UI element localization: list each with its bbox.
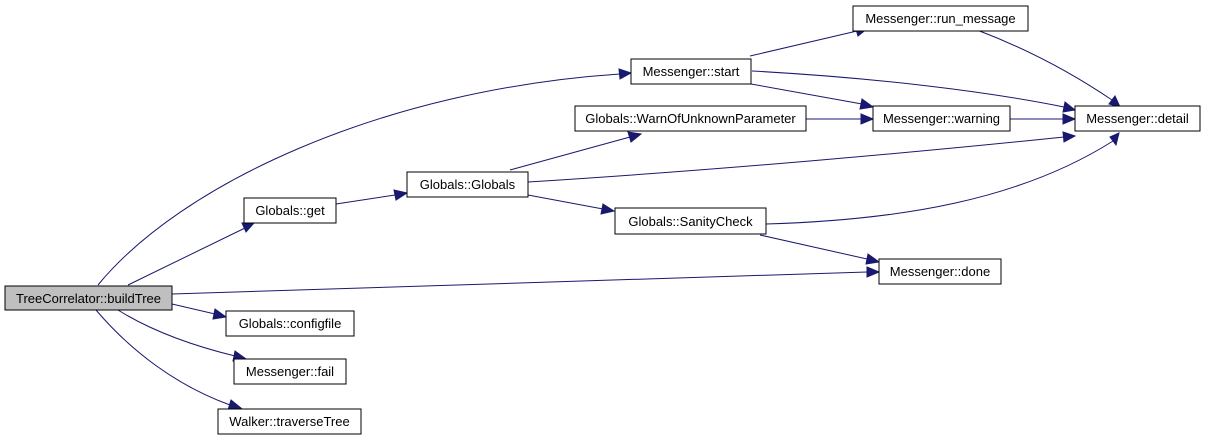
node-globals-globals[interactable]: Globals::Globals [406, 171, 529, 198]
node-globals-configfile-label: Globals::configfile [239, 316, 342, 331]
node-globals-get[interactable]: Globals::get [243, 197, 337, 224]
edge-buildtree-traversetree [95, 309, 243, 411]
node-buildtree-label: TreeCorrelator::buildTree [16, 291, 161, 306]
edge-buildtree-done [171, 266, 881, 295]
node-globals-globals-label: Globals::Globals [420, 177, 516, 192]
node-globals-sanitycheck[interactable]: Globals::SanityCheck [614, 207, 767, 235]
node-messenger-warning-label: Messenger::warning [883, 111, 1000, 126]
node-messenger-done-label: Messenger::done [890, 264, 990, 279]
edge-buildtree-configfile [171, 303, 228, 320]
node-messenger-start-label: Messenger::start [643, 64, 740, 79]
node-messenger-warning[interactable]: Messenger::warning [872, 105, 1011, 132]
edge-start-warning [739, 81, 875, 110]
edge-get-globals [335, 189, 409, 205]
edge-globals-detail [527, 131, 1077, 183]
node-messenger-detail[interactable]: Messenger::detail [1074, 105, 1201, 132]
edge-globals-sanitycheck [527, 194, 616, 215]
node-messenger-fail[interactable]: Messenger::fail [233, 358, 347, 385]
node-messenger-run-message-label: Messenger::run_message [865, 11, 1015, 26]
node-globals-warnofunknownparameter[interactable]: Globals::WarnOfUnknownParameter [574, 105, 807, 132]
node-messenger-run-message[interactable]: Messenger::run_message [852, 5, 1029, 32]
node-buildtree[interactable]: TreeCorrelator::buildTree [4, 285, 173, 311]
edge-start-detail [751, 70, 1077, 113]
node-walker-traversetree[interactable]: Walker::traverseTree [217, 408, 362, 435]
edge-buildtree-get [127, 222, 256, 286]
edge-sanitycheck-done [759, 234, 881, 265]
edge-sanitycheck-detail [765, 132, 1120, 225]
node-messenger-done[interactable]: Messenger::done [878, 258, 1002, 285]
node-messenger-start[interactable]: Messenger::start [630, 58, 752, 85]
node-messenger-detail-label: Messenger::detail [1086, 111, 1189, 126]
edge-start-run-message [749, 25, 870, 57]
node-globals-warnofunknownparameter-label: Globals::WarnOfUnknownParameter [585, 111, 796, 126]
node-messenger-fail-label: Messenger::fail [246, 364, 334, 379]
node-globals-sanitycheck-label: Globals::SanityCheck [628, 214, 753, 229]
edge-globals-warnofunknownparameter [509, 131, 643, 171]
node-walker-traversetree-label: Walker::traverseTree [229, 414, 349, 429]
edge-buildtree-start [97, 68, 633, 286]
edge-warnofunknownparameter-warning [806, 113, 875, 125]
edge-warning-detail [1010, 113, 1077, 125]
node-globals-get-label: Globals::get [255, 203, 325, 218]
node-globals-configfile[interactable]: Globals::configfile [225, 310, 355, 337]
